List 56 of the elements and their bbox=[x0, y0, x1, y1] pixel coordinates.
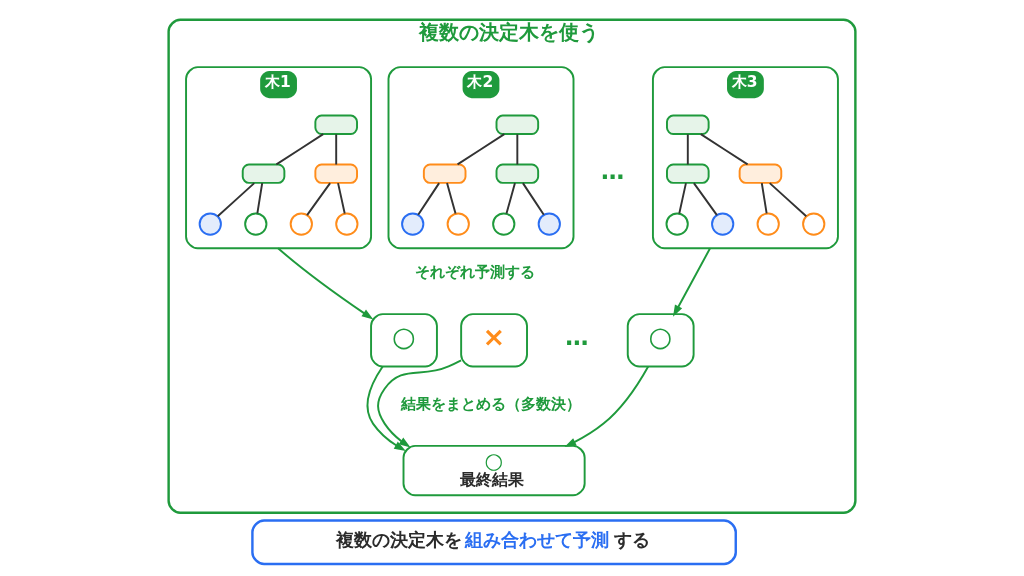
node-circle bbox=[537, 212, 561, 236]
connector bbox=[306, 182, 332, 217]
node-box bbox=[495, 163, 540, 184]
node-circle bbox=[665, 212, 689, 236]
node-box: × bbox=[460, 313, 528, 368]
connector bbox=[699, 133, 749, 166]
connector bbox=[521, 182, 545, 216]
cluster: 木1 bbox=[185, 66, 373, 250]
node-box bbox=[314, 163, 358, 184]
label: 結果をまとめる（多数決） bbox=[400, 394, 581, 413]
arrow bbox=[564, 365, 650, 448]
connector bbox=[516, 133, 519, 166]
connector bbox=[760, 182, 768, 215]
arrow bbox=[377, 359, 463, 448]
node-box: ○ bbox=[626, 313, 695, 368]
connector bbox=[417, 182, 441, 216]
connector bbox=[768, 182, 808, 218]
label: それぞれ予測する bbox=[415, 263, 536, 282]
node-circle bbox=[289, 212, 313, 236]
connector bbox=[335, 133, 338, 166]
node-box bbox=[666, 163, 710, 184]
node-box: 複数の決定木を組み合わせて予測する bbox=[251, 519, 737, 566]
node-box bbox=[666, 114, 710, 135]
node-box bbox=[422, 163, 467, 184]
cluster: 木2 bbox=[387, 66, 575, 250]
node-box: ○ bbox=[370, 313, 438, 368]
cluster: 木3 bbox=[651, 66, 839, 250]
node-circle bbox=[401, 212, 425, 236]
connector bbox=[692, 182, 718, 217]
node-circle bbox=[446, 212, 470, 236]
connector bbox=[256, 182, 264, 215]
connector bbox=[216, 182, 256, 218]
node-circle bbox=[198, 212, 222, 236]
node-box bbox=[241, 163, 286, 184]
connector bbox=[686, 133, 689, 166]
arrow bbox=[366, 365, 406, 451]
label: … bbox=[601, 156, 625, 184]
arrow bbox=[673, 247, 712, 317]
node-circle bbox=[802, 212, 826, 236]
node-circle bbox=[711, 212, 735, 236]
arrow bbox=[277, 247, 374, 320]
node-box bbox=[738, 163, 783, 184]
connector bbox=[337, 182, 346, 215]
node-circle bbox=[335, 212, 359, 236]
node-box bbox=[495, 114, 540, 135]
connector bbox=[446, 182, 457, 215]
node-box: ○ 最終結果 bbox=[402, 444, 586, 497]
connector bbox=[505, 182, 516, 215]
node-circle bbox=[756, 212, 780, 236]
connector bbox=[678, 182, 687, 215]
node-circle bbox=[244, 212, 268, 236]
connector bbox=[456, 133, 506, 166]
label: … bbox=[565, 323, 589, 351]
connector bbox=[275, 133, 325, 166]
node-box bbox=[314, 114, 358, 135]
node-circle bbox=[492, 212, 516, 236]
